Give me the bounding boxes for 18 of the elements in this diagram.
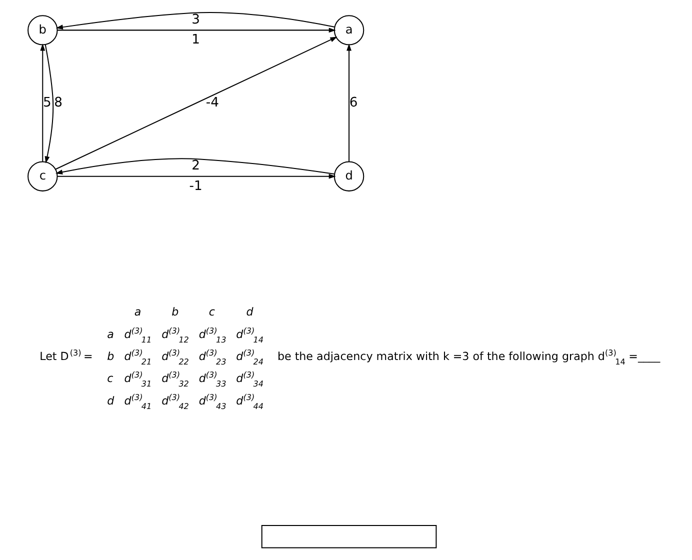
label: b <box>107 350 114 364</box>
label: a <box>107 328 114 341</box>
label: d <box>107 394 114 408</box>
label: b <box>172 306 179 319</box>
label: be the adjacency matrix with k =3 of the following graph d$^{(3)}$$_{14}$ =____ <box>277 348 660 367</box>
label: c <box>107 372 114 386</box>
edge-label: 8 <box>54 96 62 111</box>
edge-label: 5 <box>43 96 52 111</box>
edge-label: -1 <box>189 178 202 194</box>
label: a <box>134 306 142 319</box>
edge-label: -4 <box>206 96 219 111</box>
edge-label: 1 <box>192 32 200 48</box>
label: d <box>246 306 254 319</box>
edge-label: 6 <box>349 96 358 111</box>
label: Let D$^{(3)}$ = <box>40 348 93 364</box>
edge-label: 2 <box>192 158 200 174</box>
label: c <box>208 306 216 319</box>
edge-label: 3 <box>192 12 200 28</box>
